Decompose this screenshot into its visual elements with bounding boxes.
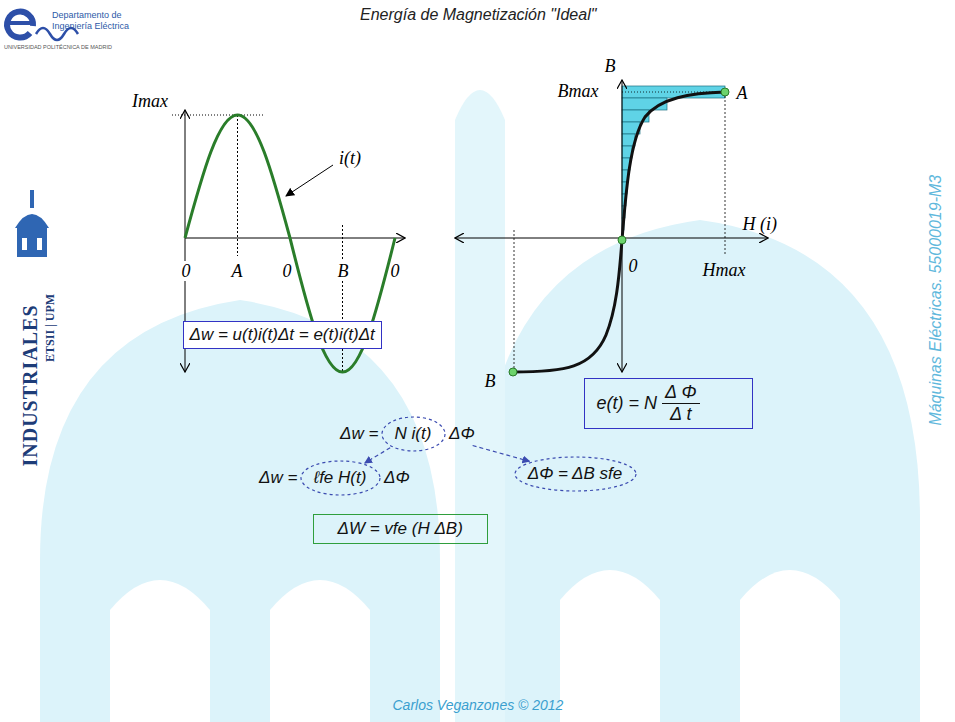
axis-label: B [605, 56, 616, 77]
leader-arrow [473, 446, 530, 462]
logo-spire [30, 190, 34, 208]
dome-watermark [40, 90, 920, 722]
tick-label: 0 [282, 261, 293, 282]
time-axis [185, 238, 405, 239]
equation-text: N i(t) [395, 424, 432, 444]
slide-title: Energía de Magnetización "Ideal" [360, 6, 596, 24]
logo-e [10, 21, 34, 25]
equation-box: e(t) = NΔ ΦΔ t [584, 378, 753, 429]
equation-text: Δw = [340, 424, 378, 444]
axis-label: Bmax [558, 81, 599, 102]
axis-label: Imax [132, 91, 168, 112]
guide-line [342, 225, 343, 372]
arch-window [270, 580, 370, 722]
result-box: ΔW = vfe (H ΔB) [313, 514, 488, 544]
course-code: Máquinas Eléctricas. 55000019-M3 [927, 175, 945, 426]
university-name: UNIVERSIDAD POLITÉCNICA DE MADRID [4, 44, 112, 50]
equation-text: ℓfe H(t) [314, 468, 367, 488]
tick-label: 0 [391, 261, 400, 282]
arch-window [110, 580, 210, 722]
dashed-ellipse: N i(t) [381, 416, 446, 452]
guide-line [725, 92, 726, 255]
guide-line [514, 230, 515, 370]
equation-text: Δw = [259, 468, 297, 488]
department-name: Departamento de Ingeniería Eléctrica [52, 10, 148, 32]
leader-line [286, 165, 333, 196]
guide-line [237, 115, 238, 256]
fraction-denominator: Δ t [670, 404, 691, 425]
school-name: INDUSTRIALES [19, 304, 42, 466]
current-plot [172, 110, 405, 372]
ellipse-outline [515, 457, 636, 491]
bh-curve-plot [455, 80, 768, 376]
equation-text: e(t) = N [597, 393, 658, 414]
energy-steps [622, 86, 725, 230]
equation-text: ΔW = vfe (H ΔB) [338, 519, 463, 539]
dome-shape [40, 300, 440, 722]
point-label: B [485, 371, 496, 392]
tick-label: A [232, 261, 243, 282]
equation-text: ΔΦ [449, 424, 475, 444]
axis-label: Hmax [703, 260, 746, 281]
logo-e [7, 12, 33, 38]
author-credit: Carlos Veganzones © 2012 [393, 697, 564, 713]
current-wave [185, 115, 395, 372]
logo-window [37, 238, 42, 250]
magnetization-curve [513, 92, 725, 372]
dashed-ellipse: ℓfe H(t) [300, 460, 381, 496]
logo-dome [15, 214, 49, 228]
logo-window [22, 238, 27, 250]
logo-building [17, 225, 47, 257]
peak-guide [172, 115, 265, 116]
curve-point [721, 88, 729, 96]
point-label: A [737, 83, 748, 104]
tick-label: 0 [629, 256, 638, 277]
equation-text: ΔΦ [384, 468, 410, 488]
dome-shape [480, 220, 920, 722]
tick-label: B [337, 261, 350, 282]
school-logo [15, 190, 49, 257]
lantern-shape [455, 90, 505, 722]
axis-label: H (i) [743, 214, 778, 235]
curve-point [618, 236, 626, 244]
curve-label: i(t) [339, 148, 361, 169]
equation-text: ΔΦ = ΔB sfe [528, 464, 623, 484]
fraction-numerator: Δ Φ [662, 382, 699, 404]
fraction: Δ ΦΔ t [662, 382, 699, 425]
equation-text: Δw = u(t)i(t)Δt = e(t)i(t)Δt [190, 325, 375, 345]
curve-point [509, 368, 517, 376]
tick-label: 0 [181, 261, 192, 282]
ellipse-outline [301, 461, 380, 495]
dashed-arrow [365, 448, 390, 463]
equation-box: Δw = u(t)i(t)Δt = e(t)i(t)Δt [183, 321, 382, 349]
school-acronym: ETSII | UPM [44, 294, 58, 362]
arch-window [560, 570, 660, 722]
ellipse-outline [382, 417, 445, 451]
arch-window [740, 570, 840, 722]
h-axis [455, 238, 768, 239]
dashed-ellipse: ΔΦ = ΔB sfe [514, 456, 637, 492]
